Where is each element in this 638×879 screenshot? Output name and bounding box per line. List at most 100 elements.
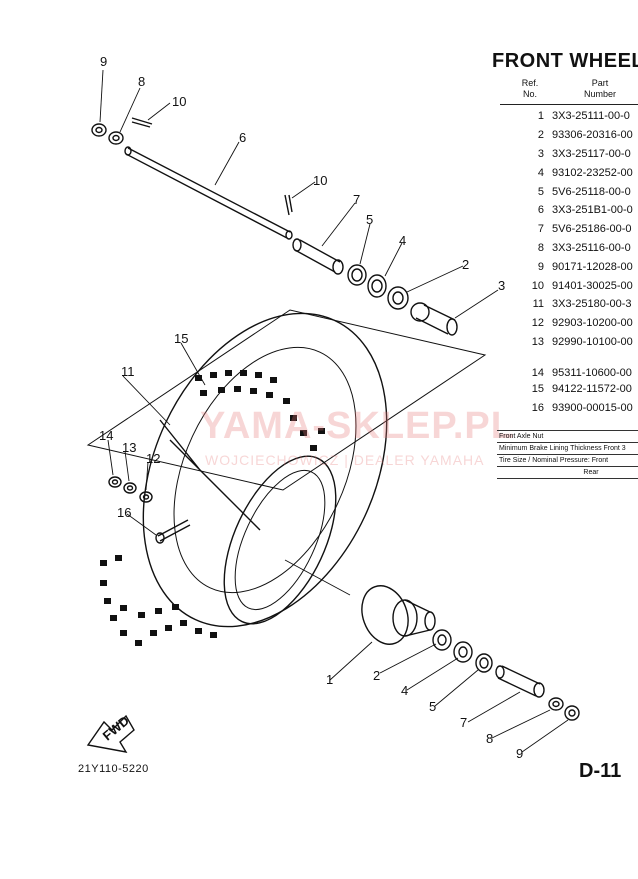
ref-number: 10 [531,279,544,292]
callout-12: 12 [146,451,160,466]
ref-number: 15 [531,382,544,395]
table-row: 2 93306-20316-00 [500,126,633,145]
washer-top [108,131,124,145]
part-number: 3X3-25111-00-0 [552,110,630,123]
table-row: 4 93102-23252-00 [500,163,633,182]
washer-12 [139,491,153,503]
ref-number: 2 [537,129,544,142]
callout-9-bottom: 9 [516,746,523,761]
page-reference: D-11 [579,760,622,782]
callout-10-mid: 10 [313,173,327,188]
bearing-2-bottom [432,629,452,651]
ref-column-header: Ref. No. [521,78,539,99]
callout-2-bottom: 2 [373,668,380,683]
leader-lines [99,69,569,753]
fwd-arrow-icon [86,714,135,753]
spec-box: Front Axle Nut Minimum Brake Lining Thic… [497,430,638,479]
spec-brake-lining: Minimum Brake Lining Thickness Front 3 [497,442,638,454]
callout-15: 15 [174,331,188,346]
table-row: 8 3X3-25116-00-0 [500,239,633,258]
table-row: 13 92990-10100-00 [500,333,633,352]
table-row: 16 93900-00015-00 [500,398,633,417]
part-number: 5V6-25186-00-0 [552,223,632,236]
callout-2-top: 2 [462,257,469,272]
collar-bottom [495,665,545,698]
spec-tire: Tire Size / Nominal Pressure: Front [497,454,638,466]
part-number: 95311-10600-00 [552,367,632,380]
part-number: 3X3-25180-00-3 [552,298,632,311]
callout-10-top: 10 [172,94,186,109]
ref-number: 11 [532,298,544,311]
tire [100,312,388,646]
header-divider [500,104,638,105]
callout-16: 16 [117,505,131,520]
ref-number: 4 [537,166,544,179]
part-number: 3X3-25116-00-0 [552,241,631,254]
table-row: 15 94122-11572-00 [500,379,633,398]
part-number: 93306-20316-00 [552,129,633,142]
valve [155,519,191,544]
ref-number: 3 [537,147,544,160]
oil-seal-top [347,264,367,286]
callout-6: 6 [239,130,246,145]
table-row: 5 5V6-25118-00-0 [500,182,633,201]
spec-axle-nut: Front Axle Nut [497,430,638,442]
part-number: 91401-30025-00 [552,279,633,292]
figure-code: 21Y110-5220 [78,763,149,775]
callout-11: 11 [121,364,135,379]
callout-4-top: 4 [399,233,406,248]
callout-7-top: 7 [353,192,360,207]
table-row: 3 3X3-25117-00-0 [500,145,633,164]
part-number: 92903-10200-00 [552,317,633,330]
callout-13: 13 [122,440,136,455]
part-number: 93102-23252-00 [552,166,633,179]
axle [124,146,293,240]
spacer [410,302,458,336]
page-title: FRONT WHEEL [492,50,638,72]
callout-5-bottom: 5 [429,699,436,714]
part-number: 5V6-25118-00-0 [552,185,631,198]
spec-rear: Rear [497,466,638,479]
part-number: 92990-10100-00 [552,335,633,348]
ref-number: 14 [531,367,544,380]
part-column-header: Part Number [583,78,616,99]
washer-13 [123,482,137,494]
callout-3: 3 [498,278,505,293]
bearing-bottom [453,641,473,663]
part-number: 3X3-251B1-00-0 [552,204,633,217]
callout-5-top: 5 [366,212,373,227]
ref-number: 6 [537,204,544,217]
part-number: 94122-11572-00 [552,382,632,395]
watermark: YAMA-SKLEP.PL [200,405,515,447]
table-row: 11 3X3-25180-00-3 [500,295,633,314]
callout-14: 14 [99,428,113,443]
callout-8-top: 8 [138,74,145,89]
bearing-2-top [387,286,409,310]
ref-number: 5 [537,185,544,198]
ref-number: 13 [531,335,544,348]
callout-1: 1 [326,672,333,687]
callout-7-bottom: 7 [460,715,467,730]
axle-nut-bottom [564,705,580,721]
watermark-subtitle: WOJCIECHOWICZ | DEALER YAMAHA [205,452,485,468]
axle-nut-top [91,123,107,137]
hub [361,585,436,645]
part-number: 93900-00015-00 [552,401,633,414]
ref-number: 12 [531,317,544,330]
table-row: 14 95311-10600-00 [500,351,633,379]
wheel-rim [159,419,337,625]
oil-seal-bottom [475,653,493,673]
ref-number: 16 [531,401,544,414]
nut-14 [108,476,122,488]
cotter-pin-mid [284,194,293,216]
ref-number: 9 [537,260,544,273]
callout-4-bottom: 4 [401,683,408,698]
collar-top [292,238,344,275]
ref-number: 8 [537,241,544,254]
part-number: 3X3-25117-00-0 [552,147,631,160]
table-row: 12 92903-10200-00 [500,314,633,333]
